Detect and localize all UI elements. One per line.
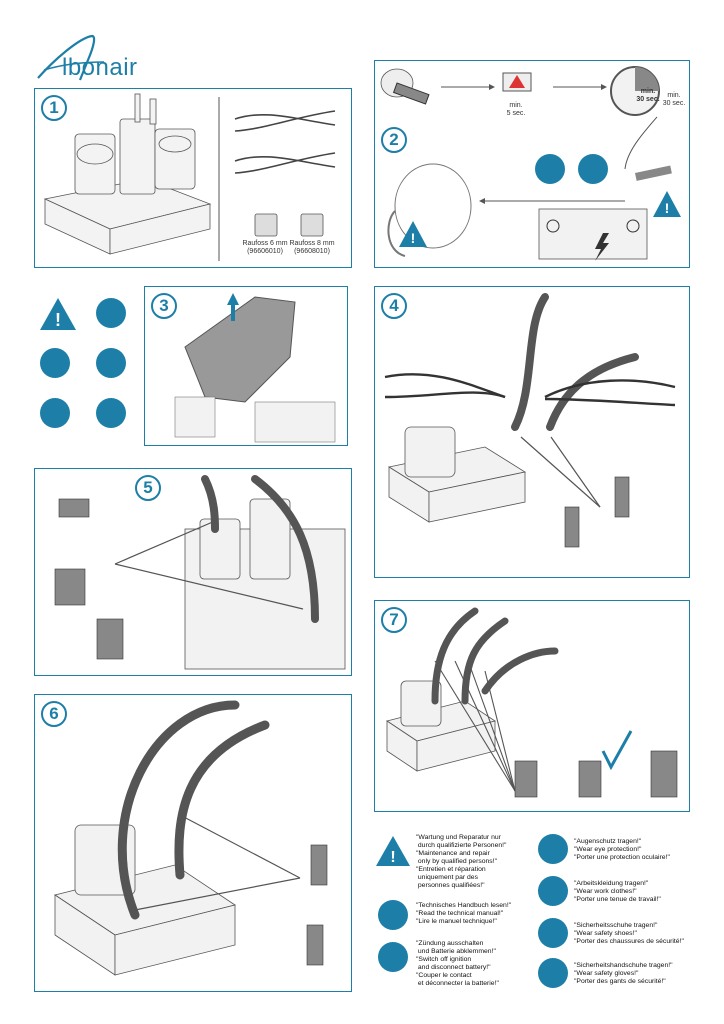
safety-gloves-icon	[96, 398, 126, 428]
safety-gloves-icon	[538, 958, 568, 988]
safety-shoes-icon	[538, 918, 568, 948]
cover-removal-drawing	[174, 293, 336, 443]
tool2-code: (96608010)	[294, 248, 330, 255]
clock-sec: 30 sec.	[636, 96, 660, 103]
legend-manual: "Technisches Handbuch lesen!""Read the t…	[416, 902, 512, 925]
step-number: 4	[381, 293, 407, 319]
safety-icons: !	[40, 298, 136, 430]
svg-text:!: !	[55, 310, 61, 330]
manual-icon	[378, 900, 408, 930]
safety-shoes-icon	[40, 398, 70, 428]
warning-icon: !	[40, 298, 76, 330]
step-2-panel: 2 ! ! min. 5 sec. min. 30 sec. min. 30 s…	[374, 60, 690, 268]
step-1-panel: 1 Raufoss 6 mm (96606010) Raufoss 8 mm	[34, 88, 352, 268]
legend-warning: "Wartung und Reparatur nur durch qualifi…	[416, 834, 507, 889]
work-clothes-icon	[96, 348, 126, 378]
tool1-code: (96606010)	[247, 248, 283, 255]
albonair-logo	[37, 34, 105, 81]
side-sec: 30 sec.	[662, 100, 686, 107]
step-7-panel: 7	[374, 600, 690, 812]
step-number: 1	[41, 95, 67, 121]
eye-protection-icon	[538, 834, 568, 864]
min-5-sec: 5 sec.	[506, 110, 526, 117]
min-5-label: min.	[509, 102, 523, 109]
step-number: 2	[381, 127, 407, 153]
step-3-panel: 3	[144, 286, 348, 446]
legend-shoes: "Sicherheitsschuhe tragen!""Wear safety …	[574, 922, 684, 945]
manual-icon	[96, 298, 126, 328]
ignition-icon	[378, 942, 408, 972]
tool1-label: Raufoss 6 mm	[242, 240, 288, 247]
step-6-panel: 6	[34, 694, 352, 992]
legend-clothes: "Arbeitskleidung tragen!""Wear work clot…	[574, 880, 661, 903]
step-number: 5	[135, 475, 161, 501]
step-number: 3	[151, 293, 177, 319]
module-drawing	[43, 93, 336, 261]
tool2-label: Raufoss 8 mm	[289, 240, 335, 247]
clock-label: min.	[640, 88, 656, 95]
step-number: 7	[381, 607, 407, 633]
reconnect-drawing	[386, 607, 678, 798]
legend-ignition: "Zündung ausschalten und Batterie abklem…	[416, 940, 499, 987]
pliers-on-module-drawing	[384, 293, 676, 548]
svg-text:!: !	[665, 200, 670, 216]
side-min: min.	[667, 92, 681, 99]
svg-text:!: !	[390, 849, 395, 866]
step-5-panel: 5	[34, 468, 352, 676]
legend-eye: "Augenschutz tragen!""Wear eye protectio…	[574, 838, 670, 861]
hose-disconnect-drawing	[54, 700, 328, 976]
step-number: 6	[41, 701, 67, 727]
brand-name: lbonair	[62, 54, 138, 81]
svg-text:!: !	[411, 230, 416, 246]
work-clothes-icon	[538, 876, 568, 906]
eye-protection-icon	[40, 348, 70, 378]
legend-gloves: "Sicherheitshandschuhe tragen!""Wear saf…	[574, 962, 673, 985]
warning-icon: !	[376, 836, 410, 866]
step-4-panel: 4	[374, 286, 690, 578]
hose-connector-drawing	[54, 475, 346, 670]
ignition-sequence-drawing: ! !	[380, 66, 681, 261]
legend: ! "Wartung und Reparatur nur durch quali…	[376, 828, 706, 998]
